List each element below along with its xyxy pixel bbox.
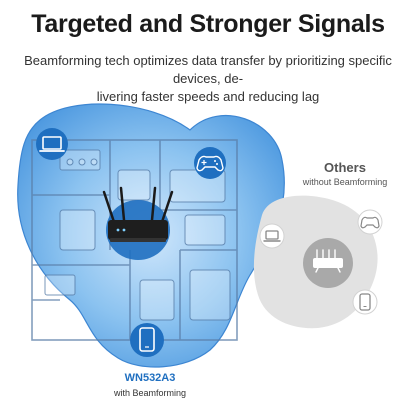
page-subtitle: Beamforming tech optimizes data transfer…	[0, 52, 416, 106]
smartphone-icon	[352, 289, 378, 315]
subtitle-line-2: livering faster speeds and reducing lag	[96, 89, 320, 104]
laptop-icon	[259, 223, 285, 249]
others-caption: without Beamforming	[302, 177, 388, 187]
others-title: Others	[324, 160, 366, 175]
model-name: WN532A3	[124, 372, 176, 384]
model-caption: with Beamforming	[113, 388, 187, 398]
gamepad-icon	[194, 147, 226, 179]
smartphone-icon	[130, 323, 164, 357]
subtitle-line-1: Beamforming tech optimizes data transfer…	[24, 53, 392, 86]
page-title: Targeted and Stronger Signals	[31, 10, 385, 38]
router-icon	[313, 249, 343, 273]
laptop-icon	[36, 128, 68, 160]
router-device	[102, 186, 174, 242]
gamepad-icon	[357, 209, 383, 235]
furniture	[44, 149, 231, 321]
